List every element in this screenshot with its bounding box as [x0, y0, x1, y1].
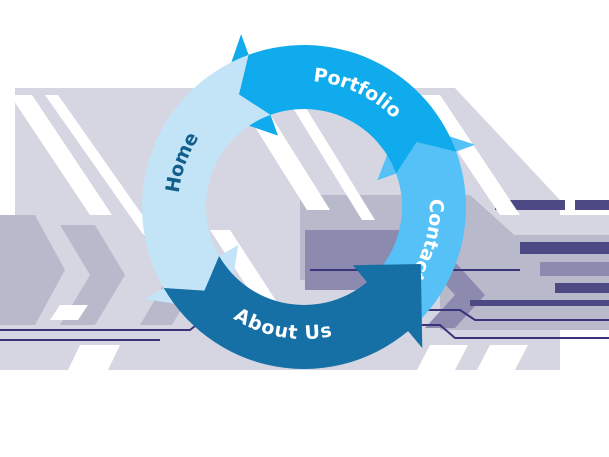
stripe — [50, 305, 88, 320]
bar-right-4 — [540, 262, 609, 276]
stripe — [68, 345, 120, 370]
stripe — [420, 95, 520, 215]
bar-right-3 — [520, 242, 609, 254]
bar-right-6 — [470, 300, 609, 306]
stripe — [10, 95, 112, 215]
cycle-segment-about[interactable]: About Us — [163, 256, 423, 369]
bar-right-5 — [555, 283, 609, 293]
bar-right-1 — [495, 200, 565, 210]
stripe — [417, 345, 468, 370]
chevron-left-1 — [0, 215, 65, 325]
stripe — [477, 345, 528, 370]
bar-right-2 — [575, 200, 609, 210]
stripe — [45, 95, 160, 240]
arrow-ccw-icon — [142, 54, 271, 313]
arrow-left-icon — [213, 34, 457, 174]
cycle-segment-home[interactable]: Home — [142, 54, 271, 313]
stripe — [285, 95, 375, 220]
arrow-cw-icon — [163, 256, 423, 369]
band-right-block — [440, 235, 609, 330]
chevron-left-2 — [60, 225, 125, 325]
